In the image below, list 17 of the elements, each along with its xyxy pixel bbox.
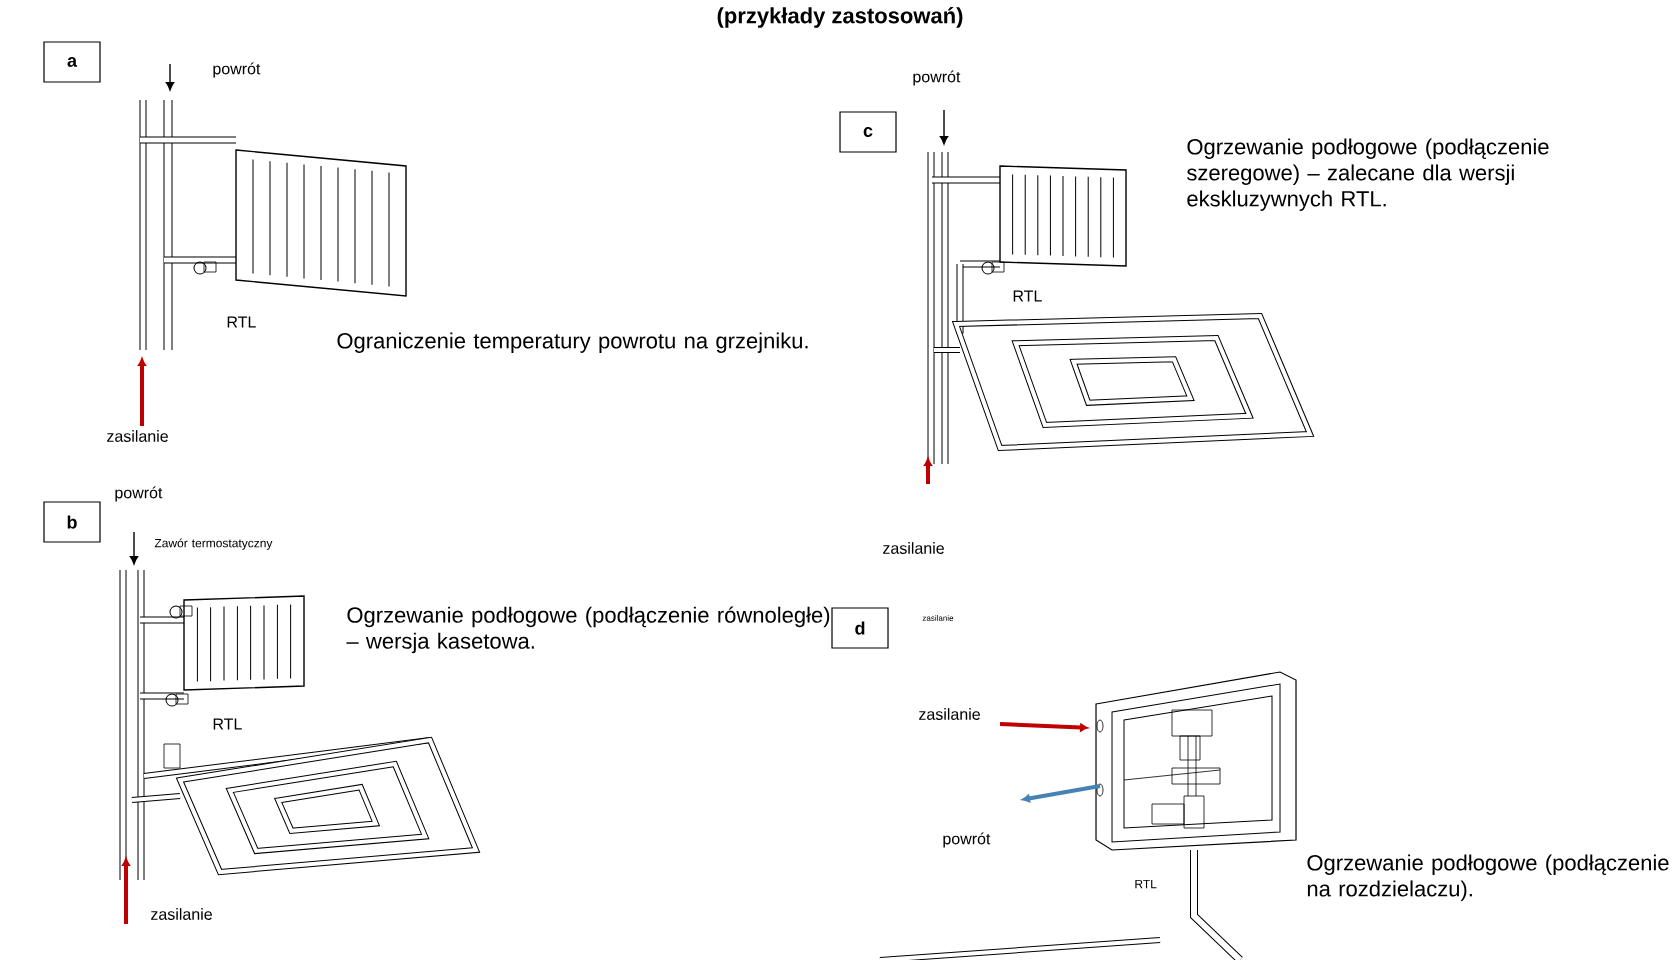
label: powrót bbox=[115, 486, 163, 502]
description-text: Ogrzewanie podłogowe (podłączenie na rozdzielaczu). bbox=[1307, 854, 1669, 901]
description-text: Ogrzewanie podłogowe (podłączenie szeregowe) – zalecane dla wersji ekskluzywnych RTL. bbox=[1187, 138, 1549, 211]
label: zasilanie bbox=[151, 908, 212, 920]
title: (przykłady zastosowań) bbox=[717, 7, 963, 28]
panel-label: b bbox=[43, 501, 101, 543]
panel-label: c bbox=[839, 111, 897, 153]
label: RTL bbox=[213, 718, 242, 730]
label: powrót bbox=[943, 832, 991, 848]
label: RTL bbox=[1013, 290, 1042, 302]
panel-label: a bbox=[43, 41, 101, 83]
description-text: Ogrzewanie podłogowe (podłączenie równoległe) – wersja kasetowa. bbox=[346, 606, 830, 654]
description-text: Ograniczenie temperatury powrotu na grzejniku. bbox=[337, 332, 808, 353]
label: powrót bbox=[213, 62, 261, 78]
label: zasilanie bbox=[919, 708, 980, 720]
panel-label: d bbox=[831, 607, 889, 649]
label: RTL bbox=[227, 316, 256, 328]
